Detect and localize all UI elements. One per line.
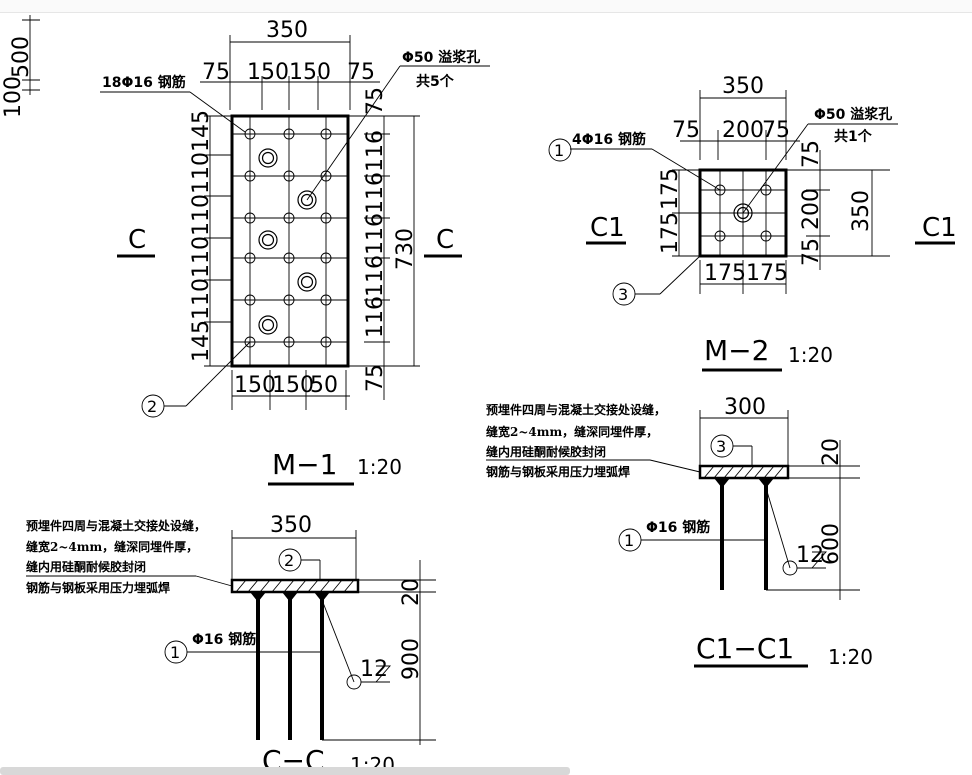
m1-title: M−1 [272, 448, 337, 481]
cc-depth-dim: 900 [399, 638, 424, 680]
cc-width-dim: 350 [270, 513, 312, 538]
m1-section-mark-right: C [436, 225, 454, 255]
c1c1-depth-dim: 600 [819, 523, 844, 565]
m2-hole-count: 共1个 [834, 128, 873, 145]
cc-note-line-2: 缝宽2~4mm，缝深同埋件厚， [26, 539, 198, 554]
edge-dimension: 500 100 [1, 15, 40, 118]
m1-total-width: 350 [266, 18, 308, 43]
c1c1-note-line-3: 缝内用硅酮耐候胶封闭 [486, 444, 606, 459]
m2-title: M−2 [704, 334, 769, 367]
m2-top-dim-3: 75 [762, 118, 790, 143]
m1-bottom-dim-2: 150 [272, 373, 314, 398]
cc-plate [230, 578, 360, 594]
m2-bottom-dim-2: 175 [746, 261, 788, 286]
m2-left-dim-2: 175 [658, 212, 683, 254]
m1-right-dim-3: 116 [363, 172, 388, 214]
m1-hole-count: 共5个 [416, 73, 455, 90]
m1-right-dim-1: 75 [363, 87, 388, 115]
c1c1-note-line-4: 钢筋与钢板采用压力埋弧焊 [486, 464, 630, 479]
edge-dim-100: 100 [1, 76, 26, 118]
m2-grout-hole [733, 203, 753, 223]
m2-top-dim-2: 200 [722, 118, 764, 143]
m1-grout-holes [258, 148, 317, 335]
m2-height-dim: 350 [849, 190, 874, 232]
m2-rebar-label: 4Φ16 钢筋 [572, 131, 646, 148]
m1-section-mark-left: C [128, 225, 146, 255]
m1-callout-number: 2 [147, 397, 157, 416]
m2-scale: 1:20 [788, 343, 833, 367]
m2-right-dim-2: 200 [799, 188, 824, 230]
cc-weld-size: 12 [360, 657, 388, 682]
m1-right-dim-6: 116 [363, 296, 388, 338]
m1-top-dim-4: 75 [347, 60, 375, 85]
m1-right-dim-7: 75 [363, 364, 388, 392]
m1-right-dim-4: 116 [363, 213, 388, 255]
m1-bottom-dim-1: 150 [234, 373, 276, 398]
c1c1-callout-number: 3 [716, 437, 726, 456]
top-toolbar-edge [0, 0, 972, 13]
m1-plate-outline [230, 114, 350, 368]
m1-top-dim-1: 75 [202, 60, 230, 85]
m1-left-dim-3: 110 [189, 194, 214, 236]
m2-total-width: 350 [722, 74, 764, 99]
cc-note-line-4: 钢筋与钢板采用压力埋弧焊 [26, 580, 170, 595]
m2-right-dim-3: 75 [799, 238, 824, 266]
m1-left-dim-2: 110 [189, 152, 214, 194]
m2-callout-top-number: 1 [554, 141, 564, 160]
m2-rebar-circles [714, 184, 772, 242]
m2-top-dim-1: 75 [672, 118, 700, 143]
c1c1-width-dim: 300 [724, 395, 766, 420]
c1c1-bar-label: Φ16 钢筋 [646, 519, 710, 536]
m2-right-dim-1: 75 [799, 140, 824, 168]
cc-note-line-3: 缝内用硅酮耐候胶封闭 [26, 559, 146, 574]
m2-callout-bottom-number: 3 [618, 285, 628, 304]
m1-left-dim-5: 110 [189, 278, 214, 320]
m1-top-dim-2: 150 [247, 60, 289, 85]
c1c1-plate [698, 464, 790, 480]
m1-plan: 350 75 150 150 75 [100, 18, 490, 486]
c1c1-thickness-dim: 20 [819, 438, 844, 466]
c1c1-note-line-2: 缝宽2~4mm，缝深同埋件厚， [486, 424, 658, 439]
cc-bar-label: Φ16 钢筋 [192, 631, 256, 648]
m1-left-dim-1: 145 [189, 110, 214, 152]
m1-right-dim-5: 116 [363, 255, 388, 297]
c1c1-scale: 1:20 [828, 645, 873, 669]
m1-top-dim-3: 150 [289, 60, 331, 85]
m1-left-dim-4: 110 [189, 236, 214, 278]
m2-hole-label: Φ50 溢浆孔 [814, 106, 892, 123]
m2-callout-top-circle [548, 138, 572, 162]
m1-scale: 1:20 [357, 455, 402, 479]
m1-rebar-label: 18Φ16 钢筋 [102, 74, 186, 91]
cc-section: 350 2 20 900 [26, 513, 436, 775]
c1c1-weld-size: 12 [796, 543, 824, 568]
cc-thickness-dim: 20 [399, 578, 424, 606]
c1c1-title: C1−C1 [696, 632, 794, 665]
m2-section-mark-left: C1 [590, 213, 625, 243]
cc-bar-callout-number: 1 [170, 643, 180, 662]
m1-bottom-dim-3: 50 [310, 373, 338, 398]
c1c1-section: 300 3 20 600 12 [486, 395, 873, 669]
c1c1-note-line-1: 预埋件四周与混凝土交接处设缝， [486, 402, 666, 417]
c1c1-bar-callout-number: 1 [624, 531, 634, 550]
m2-left-dim-1: 175 [658, 168, 683, 210]
m1-height-dim: 730 [393, 228, 418, 270]
m1-hole-label: Φ50 溢浆孔 [402, 49, 480, 66]
m2-section-mark-right: C1 [922, 213, 957, 243]
cc-callout-number: 2 [284, 551, 294, 570]
m1-left-dim-6: 145 [189, 320, 214, 362]
m1-right-dim-2: 116 [363, 130, 388, 172]
m2-plan: 350 75 200 75 1 4Φ16 钢筋 Φ50 溢浆孔 共1个 [548, 74, 957, 372]
m1-rebar-circles [244, 128, 332, 348]
edge-dim-500: 500 [9, 36, 34, 78]
cc-note-line-1: 预埋件四周与混凝土交接处设缝， [26, 518, 206, 533]
horizontal-scrollbar[interactable] [0, 767, 570, 775]
m2-bottom-dim-1: 175 [704, 261, 746, 286]
